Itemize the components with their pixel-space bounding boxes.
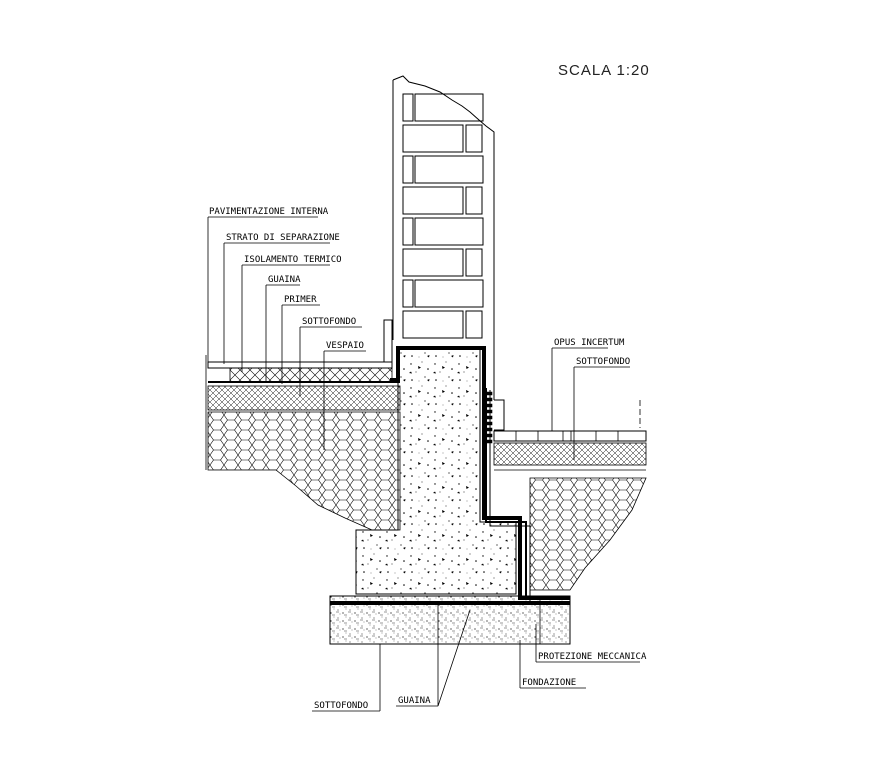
drain-dimple — [486, 427, 493, 432]
foundation-slab — [329, 595, 571, 645]
label-sottofondo-right: SOTTOFONDO — [576, 357, 630, 367]
drain-dimple — [486, 433, 493, 438]
label-fondazione: FONDAZIONE — [522, 678, 576, 688]
leader-lines — [207, 216, 640, 712]
brick — [414, 155, 484, 184]
brick-courses — [402, 93, 484, 339]
brick — [465, 310, 483, 339]
brick — [402, 93, 414, 122]
label-opus-incertum: OPUS INCERTUM — [554, 338, 625, 348]
brick — [414, 279, 484, 308]
brick — [402, 186, 464, 215]
brick — [402, 217, 414, 246]
drain-dimple — [486, 439, 493, 444]
drain-dimple — [486, 397, 493, 402]
brick — [402, 279, 414, 308]
brick — [465, 248, 483, 277]
label-vespaio: VESPAIO — [326, 341, 364, 351]
brick — [402, 248, 464, 277]
drainage-membrane — [486, 391, 493, 444]
label-sottofondo-bottom: SOTTOFONDO — [314, 701, 368, 711]
label-guaina-bottom: GUAINA — [398, 696, 431, 706]
drain-dimple — [486, 403, 493, 408]
label-primer: PRIMER — [284, 295, 317, 305]
label-strato-di-separazione: STRATO DI SEPARAZIONE — [226, 233, 340, 243]
label-sottofondo-left: SOTTOFONDO — [302, 317, 356, 327]
brick — [465, 186, 483, 215]
interior-floor-layers — [207, 319, 401, 531]
drain-dimple — [486, 409, 493, 414]
drain-dimple — [486, 415, 493, 420]
label-guaina-top: GUAINA — [268, 275, 301, 285]
brick-wall — [392, 75, 505, 431]
brick — [402, 310, 464, 339]
brick — [414, 217, 484, 246]
label-isolamento-termico: ISOLAMENTO TERMICO — [244, 255, 342, 265]
brick — [402, 124, 464, 153]
brick — [402, 155, 414, 184]
brick — [414, 93, 484, 122]
label-pavimentazione-interna: PAVIMENTAZIONE INTERNA — [209, 207, 329, 217]
label-protezione-meccanica: PROTEZIONE MECCANICA — [538, 652, 647, 662]
drain-dimple — [486, 421, 493, 426]
exterior-ground — [205, 355, 647, 591]
brick — [465, 124, 483, 153]
scale-label: SCALA 1:20 — [558, 62, 650, 79]
drain-dimple — [486, 391, 493, 396]
